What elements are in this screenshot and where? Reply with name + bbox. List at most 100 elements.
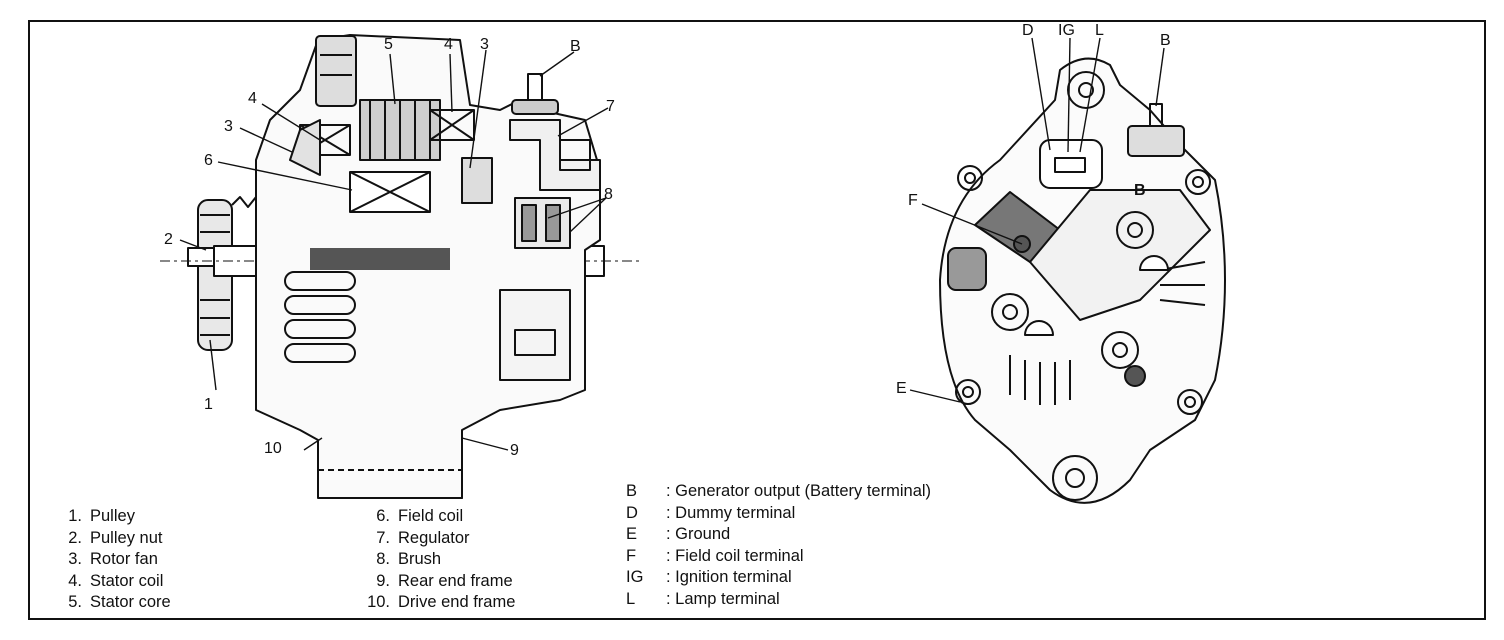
terminal-key: D [626, 503, 638, 522]
callout-4-left: 4 [248, 90, 257, 107]
leader-e [909, 389, 961, 403]
legend-label: Rotor fan [90, 550, 158, 568]
leader-9 [461, 437, 509, 451]
leader-b-right [1155, 47, 1165, 107]
terminal-key: F [626, 546, 637, 565]
regulator-drawing [461, 119, 601, 204]
legend-label: Regulator [398, 528, 470, 547]
terminal-item: D : Dummy terminal [626, 503, 931, 525]
field-coil-drawing [349, 171, 431, 213]
terminal-item: E : Ground [626, 524, 931, 546]
leader-7 [557, 107, 609, 137]
diagram-frame [28, 20, 1486, 620]
b-terminal-stud-left [511, 73, 559, 115]
terminal-description: : Dummy terminal [666, 503, 796, 522]
terminal-item: IG : Ignition terminal [626, 567, 931, 589]
pulley-nut-drawing [187, 247, 215, 267]
callout-10: 10 [264, 440, 282, 457]
legend-item: 8. Brush [364, 549, 515, 571]
legend-number: 6. [376, 507, 390, 525]
leader-f [921, 203, 1023, 245]
terminal-key: L [626, 589, 636, 608]
legend-label: Pulley [90, 507, 135, 525]
leader-6 [217, 161, 353, 191]
legend-label: Brush [398, 550, 442, 568]
leader-3-left [239, 127, 293, 153]
callout-4-top: 4 [444, 36, 453, 53]
terminal-description: : Ignition terminal [666, 568, 792, 586]
leader-3-top [469, 49, 487, 169]
terminal-legend: B : Generator output (Battery terminal) D… [626, 481, 931, 610]
callout-7: 7 [606, 98, 615, 115]
terminal-key: B [626, 482, 638, 500]
callout-l: L [1095, 22, 1104, 39]
callout-e: E [896, 380, 907, 397]
legend-item: 6. Field coil [364, 506, 515, 528]
legend-label: Stator core [90, 593, 171, 611]
terminal-key: IG [626, 568, 644, 586]
callout-b-left: B [570, 38, 581, 55]
callout-1: 1 [204, 396, 213, 413]
legend-item: 4.Stator coil [56, 571, 171, 593]
terminal-description: : Ground [666, 525, 731, 543]
legend-label: Field coil [398, 507, 464, 525]
legend-item: 10. Drive end frame [364, 592, 515, 614]
legend-number: 10. [367, 593, 390, 611]
legend-item: 5. Stator core [56, 592, 171, 614]
callout-2: 2 [164, 231, 173, 248]
leader-10 [303, 437, 323, 451]
legend-item: 2. Pulley nut [56, 528, 171, 550]
leader-4-top [449, 53, 453, 113]
callout-d: D [1022, 22, 1034, 39]
callout-9: 9 [510, 442, 519, 459]
callout-b-right: B [1160, 32, 1171, 49]
legend-number: 8. [376, 550, 390, 568]
leader-l [1079, 37, 1101, 153]
callout-f: F [908, 192, 918, 209]
legend-number: 4. [68, 571, 82, 590]
terminal-description: : Lamp terminal [666, 589, 780, 608]
rotor-fan-drawing [289, 119, 321, 176]
leader-1 [209, 339, 217, 391]
callout-3-left: 3 [224, 118, 233, 135]
callout-8: 8 [604, 186, 613, 203]
brush-drawing [514, 197, 571, 249]
legend-item: 1. Pulley [56, 506, 171, 528]
legend-number: 9. [376, 571, 390, 590]
parts-legend-column-1: 1.Pulley 2.Pulley nut 3.Rotor fan 4.Stat… [56, 506, 171, 614]
parts-legend-column-2: 6. Field coil 7. Regulator 8. Brush 9.Rear … [364, 506, 515, 614]
leader-ig [1067, 37, 1071, 153]
body-mark-b: B [1134, 182, 1146, 199]
terminal-item: L : Lamp terminal [626, 589, 931, 611]
leader-8a [547, 197, 607, 219]
legend-item: 7. Regulator [364, 528, 515, 550]
leader-d [1031, 37, 1051, 151]
leader-4-left [261, 103, 321, 141]
leader-2 [179, 239, 207, 251]
leader-b-left [539, 51, 575, 77]
legend-number: 7. [376, 528, 390, 547]
callout-3-top: 3 [480, 36, 489, 53]
legend-label: Pulley nut [90, 528, 163, 547]
alternator-cross-section [160, 34, 640, 499]
callout-5: 5 [384, 36, 393, 53]
legend-item: 9.Rear end frame [364, 571, 515, 593]
legend-item: 3. Rotor fan [56, 549, 171, 571]
callout-6: 6 [204, 152, 213, 169]
terminal-key: E [626, 525, 638, 543]
legend-label: Drive end frame [398, 593, 516, 611]
terminal-item: F : Field coil terminal [626, 546, 931, 568]
connector-drawing [1039, 139, 1103, 189]
terminal-item: B : Generator output (Battery terminal) [626, 481, 931, 503]
legend-number: 3. [68, 550, 82, 568]
legend-number: 2. [68, 528, 82, 547]
leader-8b [569, 197, 607, 233]
legend-number: 5. [68, 593, 82, 611]
legend-number: 1. [68, 507, 82, 525]
callout-ig: IG [1058, 22, 1075, 39]
terminal-description: : Field coil terminal [666, 546, 804, 565]
drive-end-frame-drawing [284, 271, 463, 499]
terminal-description: : Generator output (Battery terminal) [666, 482, 932, 500]
leader-5 [389, 53, 396, 105]
